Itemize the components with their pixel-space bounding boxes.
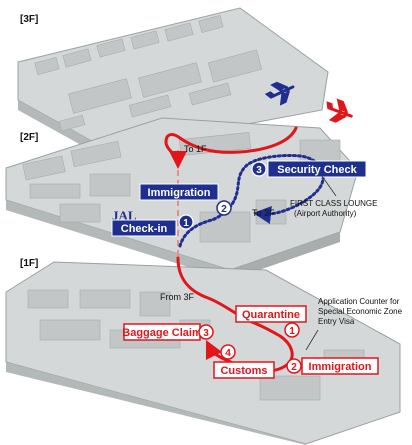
floor-3f: [3F] — [17, 7, 329, 160]
floor-1f: [1F] — [5, 258, 401, 445]
arrival-route-2f — [164, 126, 298, 169]
floor-label-3f: [3F] — [20, 14, 38, 25]
step-circle — [178, 214, 194, 230]
step-circle — [220, 344, 236, 360]
step-circle — [216, 200, 232, 216]
step-number: 1 — [289, 326, 295, 337]
application-counter-line1: Application Counter for — [318, 297, 400, 306]
customs-label: Customs — [220, 365, 267, 377]
step-number: 2 — [291, 362, 297, 373]
airplane-arrival-icon — [326, 98, 353, 123]
step-circle — [251, 161, 267, 177]
departure-step-security-check: 3 Security Check — [251, 160, 367, 178]
baggage-claim-label: Baggage Claim — [122, 327, 202, 339]
step-number: 4 — [225, 348, 231, 359]
departure-step-check-in: Check-in 1 — [111, 214, 194, 237]
floor-label-2f: [2F] — [20, 132, 38, 143]
step-number: 3 — [256, 165, 262, 176]
to-1f-label: To 1F — [184, 144, 207, 154]
step-number: 1 — [183, 218, 189, 229]
arrival-step-immigration: 2 Immigration — [286, 357, 379, 375]
first-class-lounge-label: FIRST CLASS LOUNGE — [290, 199, 377, 208]
arrival-step-customs: 4 Customs — [213, 344, 275, 379]
step-number: 2 — [221, 204, 227, 215]
first-class-lounge-sub: (Airport Authority) — [294, 209, 357, 218]
arrival-step-quarantine: Quarantine 1 — [235, 305, 307, 338]
application-counter-line3: Entry Visa — [318, 317, 355, 326]
step-circle — [284, 322, 300, 338]
arrival-immigration-label: Immigration — [309, 361, 372, 373]
from-3f-label: From 3F — [160, 292, 195, 302]
departure-step-immigration: Immigration 2 — [139, 183, 232, 216]
jal-logo: JAL — [112, 208, 137, 223]
security-check-label: Security Check — [277, 164, 357, 176]
departure-route — [178, 154, 325, 248]
quarantine-label: Quarantine — [242, 309, 300, 321]
step-number: 3 — [203, 328, 209, 339]
application-counter-line2: Special Economic Zone — [318, 307, 403, 316]
arrival-step-baggage-claim: Baggage Claim 3 — [122, 323, 214, 341]
check-in-label: Check-in — [121, 223, 168, 235]
step-circle — [286, 358, 302, 374]
floor-label-1f: [1F] — [20, 258, 38, 269]
to-3f-label: To 3F — [252, 208, 275, 218]
immigration-label: Immigration — [148, 187, 211, 199]
step-circle — [198, 324, 214, 340]
airplane-departure-icon — [264, 81, 295, 106]
